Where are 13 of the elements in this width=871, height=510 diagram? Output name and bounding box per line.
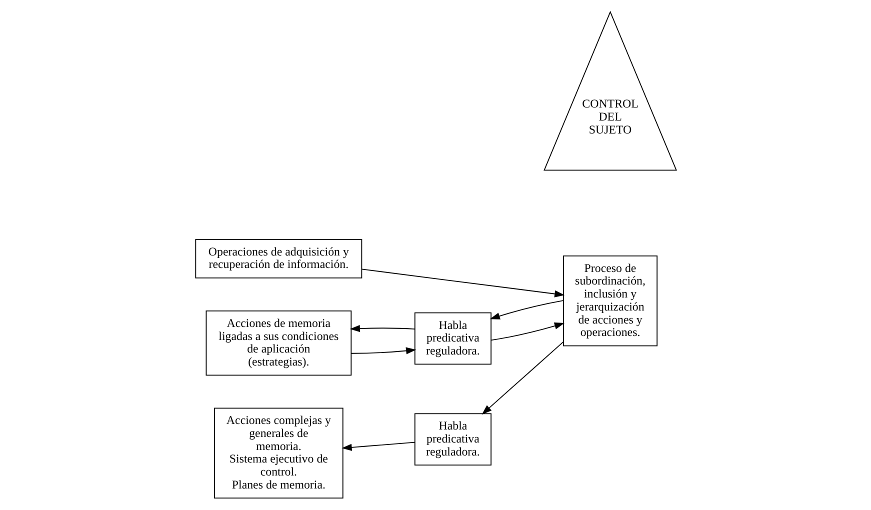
node-box: Acciones complejas y generales de memoria. Sistema ejecutivo de control. Planes de memoria. xyxy=(214,408,343,499)
node-box: Habla predicativa reguladora. xyxy=(414,312,491,365)
arrow xyxy=(349,325,415,332)
arrow xyxy=(481,342,564,415)
node-box: Proceso de subordinación, inclusión y jerarquización de acciones y operaciones. xyxy=(562,255,658,346)
arrow xyxy=(361,268,564,298)
node-box: Habla predicativa reguladora. xyxy=(414,413,491,466)
node-box: Operaciones de adquisición y recuperación de información. xyxy=(194,238,362,278)
arrow xyxy=(341,442,415,451)
arrow xyxy=(350,347,416,354)
arrow xyxy=(489,300,564,320)
arrow xyxy=(490,322,564,341)
node-box: Acciones de memoria ligadas a sus condiciones de aplicación (estrategias). xyxy=(205,310,352,376)
